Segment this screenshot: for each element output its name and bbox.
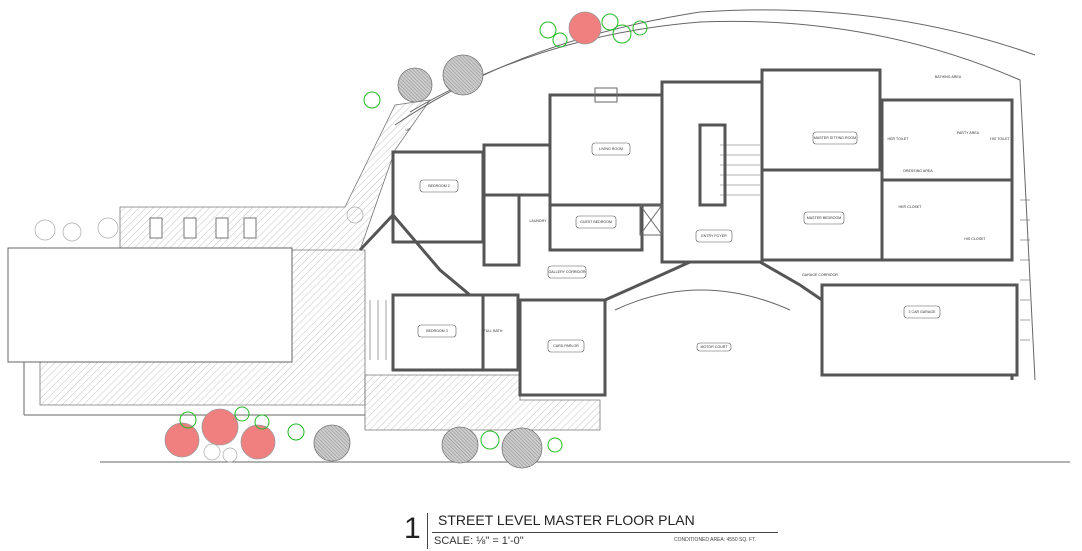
- room-bedroom-2: BEDROOM 2: [419, 179, 459, 193]
- label-up: UP: [406, 128, 412, 132]
- svg-text:ENTRY FOYER: ENTRY FOYER: [701, 234, 727, 238]
- drawing-scale: SCALE: ⅛" = 1'-0": [434, 535, 524, 547]
- title-underline: [432, 532, 778, 533]
- room-living-room: LIVING ROOM: [591, 142, 631, 156]
- room-master-bedroom: MASTER BEDROOM: [803, 211, 845, 225]
- drawing-title: STREET LEVEL MASTER FLOOR PLAN: [438, 512, 695, 528]
- label-her-closet: HER CLOSET: [899, 205, 923, 209]
- label-his-toilet: HIS TOILET: [990, 137, 1010, 141]
- label-bathing-area: BATHING AREA: [935, 75, 962, 79]
- tree-red-icon: [164, 422, 200, 458]
- svg-text:GALLERY CORRIDOR: GALLERY CORRIDOR: [548, 270, 585, 274]
- label-laundry: LAUNDRY: [529, 219, 547, 223]
- room-card-parlor: CARD PARLOR: [547, 339, 585, 353]
- shrubs-line: [34, 206, 364, 463]
- label-full-bath: FULL BATH: [484, 329, 503, 333]
- tree-red-icon: [568, 11, 602, 45]
- walls: [358, 68, 1019, 397]
- trees-gray: [313, 54, 543, 469]
- room-master-sitting: MASTER SITTING ROOM: [812, 131, 858, 145]
- svg-text:3 CAR GARAGE: 3 CAR GARAGE: [909, 310, 937, 314]
- tree-gray-icon: [441, 426, 479, 464]
- room-entry-foyer: ENTRY FOYER: [695, 229, 733, 243]
- room-guest-bedroom: GUEST BEDROOM: [575, 215, 617, 229]
- pool: [7, 247, 293, 363]
- lounge-chairs: [149, 217, 257, 239]
- svg-text:MASTER SITTING ROOM: MASTER SITTING ROOM: [814, 136, 856, 140]
- room-labels: BEDROOM 2 LIVING ROOM GUEST BEDROOM GALL…: [406, 75, 1011, 353]
- svg-text:BEDROOM 2: BEDROOM 2: [428, 184, 450, 188]
- stairs: [369, 144, 1030, 360]
- room-gallery-corridor: GALLERY CORRIDOR: [547, 265, 587, 279]
- tree-red-icon: [201, 408, 239, 446]
- tree-gray-icon: [397, 67, 433, 103]
- room-motor-court: MOTOR COURT: [696, 342, 732, 352]
- driveway-arc: [394, 9, 1036, 126]
- tree-gray-icon: [501, 427, 543, 469]
- label-garage-corridor: GARAGE CORRIDOR: [802, 273, 838, 277]
- tree-gray-icon: [442, 54, 484, 96]
- title-block: 1 STREET LEVEL MASTER FLOOR PLAN SCALE: …: [404, 510, 800, 551]
- svg-text:GUEST BEDROOM: GUEST BEDROOM: [580, 220, 612, 224]
- svg-text:MOTOR COURT: MOTOR COURT: [700, 345, 728, 349]
- label-dressing-area: DRESSING AREA: [903, 169, 933, 173]
- shrubs-green: [179, 13, 648, 453]
- title-divider: [427, 513, 428, 549]
- tree-gray-icon: [313, 424, 351, 462]
- svg-text:LIVING ROOM: LIVING ROOM: [599, 147, 623, 151]
- label-party-area: PARTY AREA: [957, 131, 980, 135]
- tree-red-icon: [240, 424, 276, 460]
- svg-text:MASTER BEDROOM: MASTER BEDROOM: [807, 216, 842, 220]
- svg-text:CARD PARLOR: CARD PARLOR: [553, 344, 579, 348]
- label-her-toilet: HER TOILET: [887, 137, 909, 141]
- drawing-number: 1: [404, 512, 421, 545]
- label-his-closet: HIS CLOSET: [964, 237, 986, 241]
- svg-text:BEDROOM 3: BEDROOM 3: [426, 329, 448, 333]
- conditioned-area: CONDITIONED AREA: 4550 SQ. FT.: [674, 537, 756, 543]
- trees-red: [164, 11, 602, 460]
- room-bedroom-3: BEDROOM 3: [417, 324, 457, 338]
- room-garage: 3 CAR GARAGE: [903, 305, 941, 319]
